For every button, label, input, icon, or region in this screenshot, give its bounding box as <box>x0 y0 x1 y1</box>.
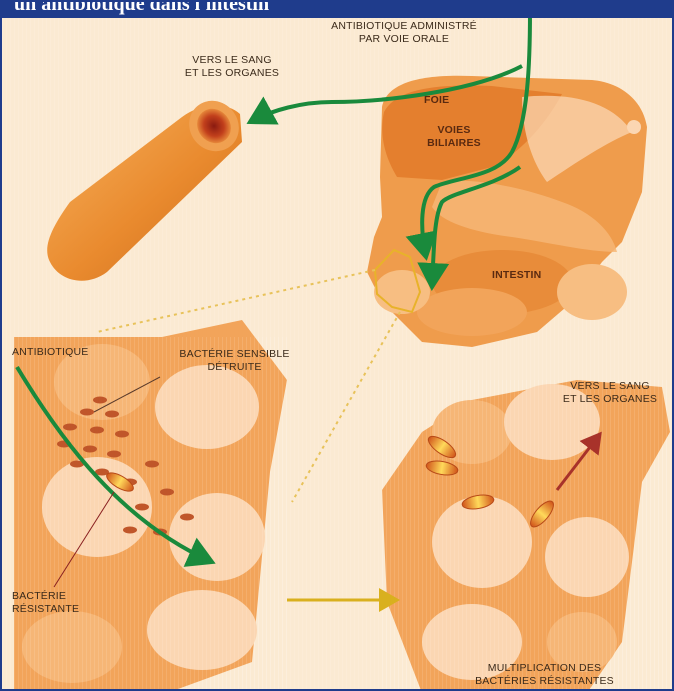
label-bile-line1: VOIES <box>414 124 494 137</box>
abdominal-organs-illustration <box>367 76 647 347</box>
label-to-blood-top-line1: VERS LE SANG <box>167 54 297 67</box>
label-sensitive-line1: BACTÉRIE SENSIBLE <box>162 348 307 361</box>
label-bile-line2: BILIAIRES <box>414 137 494 150</box>
label-to-blood-right-line1: VERS LE SANG <box>547 380 673 393</box>
label-to-blood-top: VERS LE SANG ET LES ORGANES <box>167 54 297 80</box>
label-antibiotic: ANTIBIOTIQUE <box>12 346 89 359</box>
label-multiplication-line1: MULTIPLICATION DES <box>462 662 627 675</box>
label-to-blood-top-line2: ET LES ORGANES <box>167 67 297 80</box>
label-multiplication-line2: BACTÉRIES RÉSISTANTES <box>462 675 627 688</box>
label-resistant-bacteria: BACTÉRIE RÉSISTANTE <box>12 590 79 616</box>
label-administered-line2: PAR VOIE ORALE <box>304 33 504 46</box>
label-multiplication: MULTIPLICATION DES BACTÉRIES RÉSISTANTES <box>462 662 627 688</box>
label-bile-ducts: VOIES BILIAIRES <box>414 124 494 150</box>
label-sensitive-line2: DÉTRUITE <box>162 361 307 374</box>
diagram-title: un antibiotique dans l'intestin <box>14 2 269 16</box>
label-resistant-line2: RÉSISTANTE <box>12 603 79 616</box>
label-to-blood-right-line2: ET LES ORGANES <box>547 393 673 406</box>
label-to-blood-right: VERS LE SANG ET LES ORGANES <box>547 380 673 406</box>
label-sensitive-bacteria: BACTÉRIE SENSIBLE DÉTRUITE <box>162 348 307 374</box>
title-bar: un antibiotique dans l'intestin <box>2 2 674 18</box>
tissue-block-left <box>14 320 287 691</box>
label-resistant-line1: BACTÉRIE <box>12 590 79 603</box>
label-intestine: INTESTIN <box>492 269 541 282</box>
label-liver: FOIE <box>424 94 449 107</box>
label-administered-line1: ANTIBIOTIQUE ADMINISTRÉ <box>304 20 504 33</box>
tissue-block-right <box>382 380 672 691</box>
label-administered: ANTIBIOTIQUE ADMINISTRÉ PAR VOIE ORALE <box>304 20 504 46</box>
